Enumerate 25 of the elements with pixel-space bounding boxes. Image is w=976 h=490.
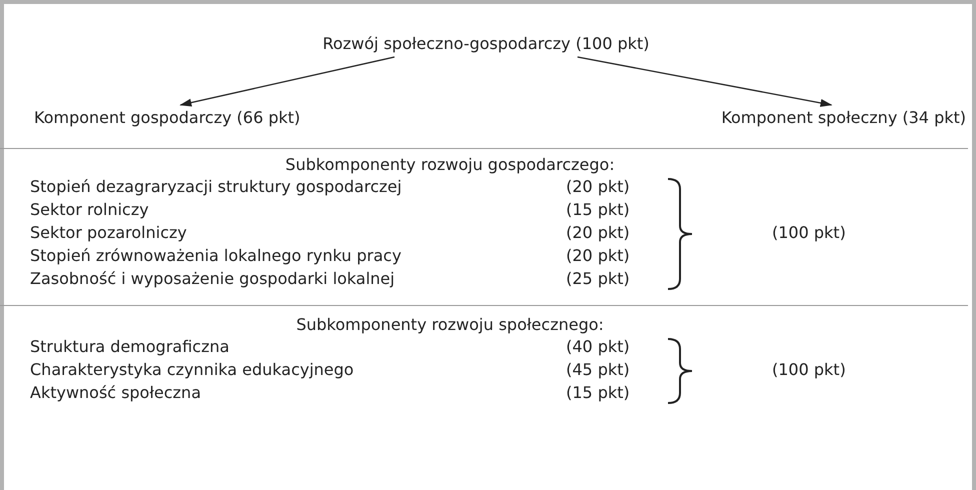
section-heading: Subkomponenty rozwoju społecznego: (296, 315, 604, 335)
points-value: (40 pkt) (566, 337, 630, 357)
total-points: (100 pkt) (772, 223, 846, 243)
section-heading: Subkomponenty rozwoju gospodarczego: (285, 155, 615, 175)
arrow (577, 56, 832, 107)
total-points: (100 pkt) (772, 360, 846, 380)
item-name: Stopień zrównoważenia lokalnego rynku pracy (30, 246, 402, 266)
arrow (180, 56, 395, 106)
points-value: (25 pkt) (566, 269, 630, 289)
points-value: (20 pkt) (566, 177, 630, 197)
root-label: Rozwój społeczno-gospodarczy (100 pkt) (322, 34, 650, 54)
points-value: (15 pkt) (566, 200, 630, 220)
item-name: Aktywność społeczna (30, 383, 201, 403)
item-name: Charakterystyka czynnika edukacyjnego (30, 360, 354, 380)
item-name: Sektor pozarolniczy (30, 223, 187, 243)
points-value: (15 pkt) (566, 383, 630, 403)
item-name: Struktura demograficzna (30, 337, 230, 357)
points-value: (45 pkt) (566, 360, 630, 380)
item-name: Zasobność i wyposażenie gospodarki lokalnej (30, 269, 395, 289)
item-name: Stopień dezagraryzacji struktury gospodarczej (30, 177, 402, 197)
component-label: Komponent społeczny (34 pkt) (721, 108, 966, 128)
item-name: Sektor rolniczy (30, 200, 149, 220)
points-value: (20 pkt) (566, 223, 630, 243)
points-value: (20 pkt) (566, 246, 630, 266)
component-label: Komponent gospodarczy (66 pkt) (34, 108, 300, 128)
